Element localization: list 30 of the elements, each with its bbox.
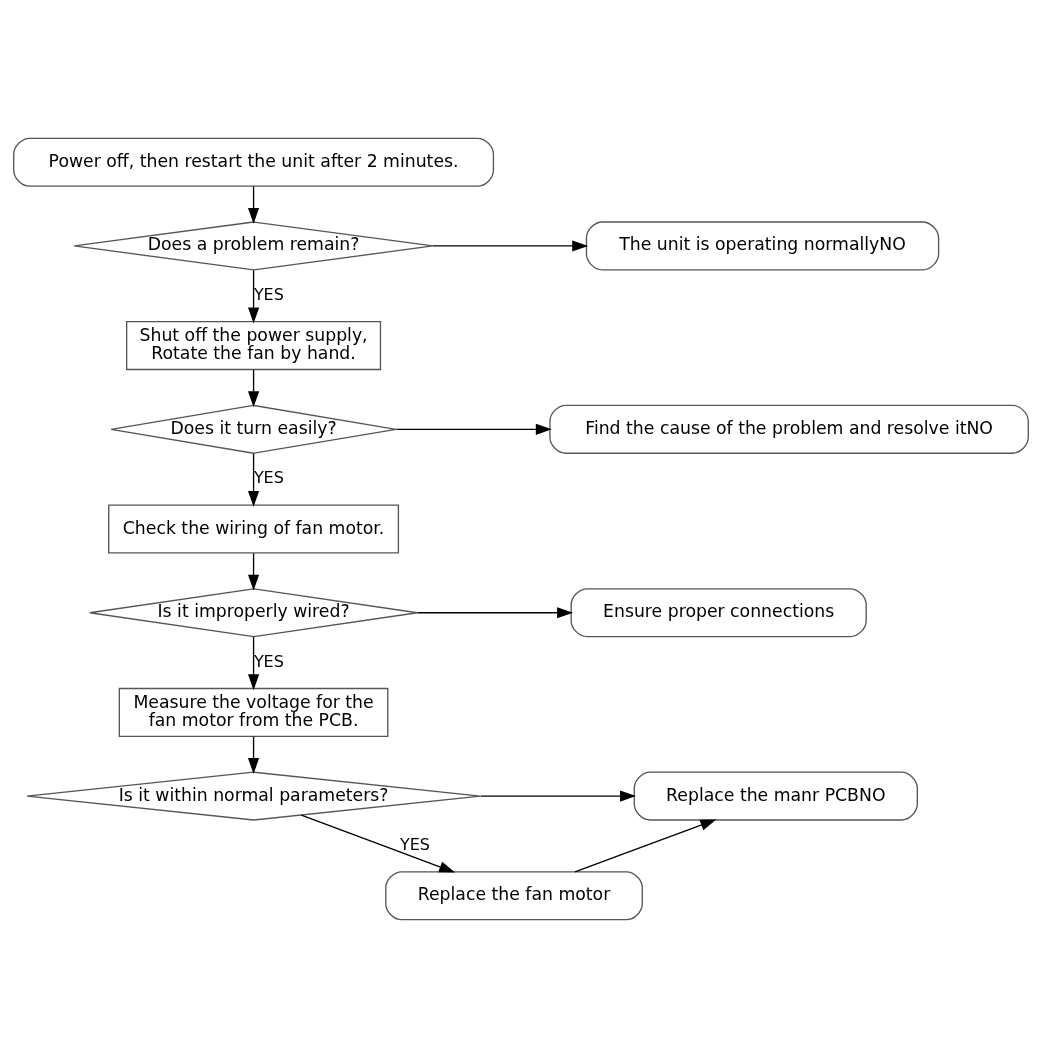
edge-label: YES: [253, 467, 284, 487]
arrow: [248, 552, 260, 591]
arrow: [248, 185, 260, 224]
node-box: Check the wiring of fan motor.: [108, 503, 400, 554]
node-diamond: Is it improperly wired?: [89, 587, 419, 637]
arrow: [248, 735, 260, 774]
node-diamond: Is it within normal parameters?: [26, 771, 481, 821]
node-box: Find the cause of the problem and resolve itNO: [549, 404, 1029, 454]
node-box: Replace the manr PCBNO: [633, 771, 918, 821]
node-box: Measure the voltage for the fan motor from the PCB.: [118, 687, 389, 737]
edge-label: YES: [253, 651, 284, 671]
node-box: Power off, then restart the unit after 2 minutes.: [13, 137, 495, 187]
arrow: [248, 368, 260, 407]
arrow: [248, 452, 260, 507]
arrow: [248, 269, 260, 323]
edge-label: YES: [253, 284, 284, 304]
arrow: [416, 606, 574, 618]
arrow: [574, 819, 717, 872]
arrow: [300, 814, 456, 872]
node-box: Replace the fan motor: [385, 870, 643, 920]
node-box: Shut off the power supply, Rotate the fan by hand.: [126, 320, 382, 370]
arrow: [432, 239, 589, 252]
node-diamond: Does it turn easily?: [110, 404, 397, 454]
arrow: [248, 635, 260, 690]
node-box: Ensure proper connections: [570, 587, 867, 637]
arrow: [395, 423, 552, 435]
node-box: The unit is operating normallyNO: [585, 220, 940, 271]
node-diamond: Does a problem remain?: [73, 220, 434, 271]
edge-label: YES: [400, 834, 430, 854]
arrow: [479, 790, 636, 802]
